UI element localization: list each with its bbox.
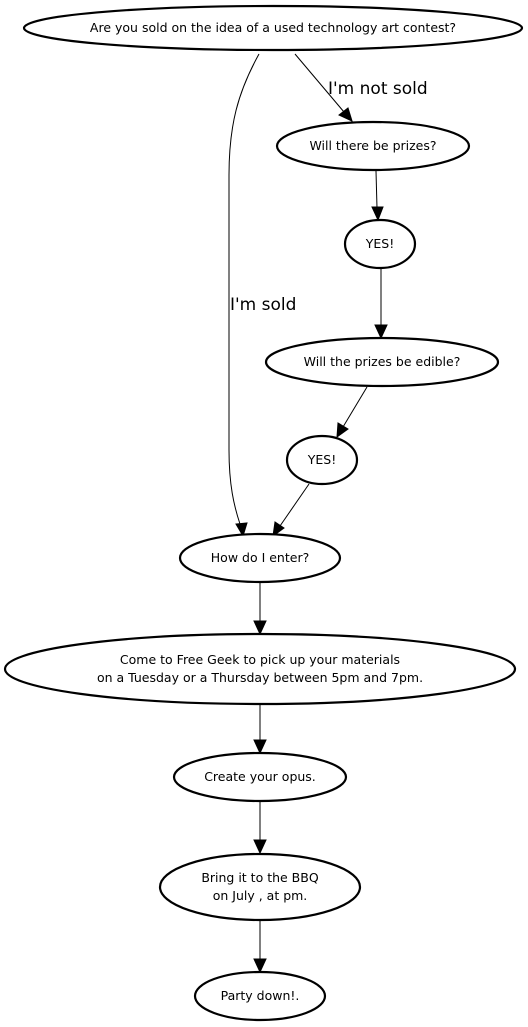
node-prizes-question: Will there be prizes?: [275, 120, 471, 172]
node-label-line-2: on July , at pm.: [213, 888, 308, 903]
node-label: YES!: [365, 236, 394, 251]
node-bring-to-bbq: Bring it to the BBQ on July , at pm.: [158, 852, 362, 922]
node-label-line-1: Bring it to the BBQ: [201, 870, 319, 885]
node-yes-1: YES!: [343, 218, 417, 270]
node-come-to-free-geek: Come to Free Geek to pick up your materi…: [3, 632, 517, 706]
node-label: Will the prizes be edible?: [304, 354, 461, 369]
arrowhead: [272, 521, 285, 538]
node-label: Create your opus.: [204, 769, 316, 784]
node-label: Party down!.: [221, 988, 300, 1003]
edge-edible-yes: [342, 386, 368, 428]
node-yes-2: YES!: [285, 434, 359, 486]
edge-label-not-sold: I'm not sold: [328, 79, 428, 99]
node-how-enter: How do I enter?: [178, 532, 342, 584]
arrowhead: [235, 522, 248, 538]
node-label: YES!: [307, 452, 336, 467]
node-create-opus: Create your opus.: [172, 751, 348, 803]
node-party-down: Party down!.: [193, 970, 327, 1022]
node-label-line-2: on a Tuesday or a Thursday between 5pm a…: [97, 670, 423, 685]
edge-label-sold: I'm sold: [230, 295, 296, 315]
node-label-line-1: Come to Free Geek to pick up your materi…: [120, 652, 400, 667]
edge-not-sold: [294, 53, 345, 113]
arrowhead: [253, 958, 267, 974]
node-label: How do I enter?: [211, 550, 309, 565]
arrowhead: [253, 839, 267, 855]
arrowhead: [371, 206, 384, 222]
arrowhead: [338, 107, 353, 122]
arrowhead: [374, 324, 388, 340]
arrowhead: [253, 739, 267, 755]
edge-sold: [228, 53, 260, 525]
node-sold-question: Are you sold on the idea of a used techn…: [22, 4, 524, 52]
arrowhead: [253, 620, 267, 636]
node-label: Are you sold on the idea of a used techn…: [90, 20, 456, 35]
edge-prizes-yes: [375, 170, 378, 209]
node-edible-question: Will the prizes be edible?: [264, 336, 500, 388]
edge-yes-enter: [279, 483, 310, 527]
node-label: Will there be prizes?: [309, 138, 436, 153]
edges: [228, 53, 388, 974]
arrowhead: [336, 422, 349, 439]
